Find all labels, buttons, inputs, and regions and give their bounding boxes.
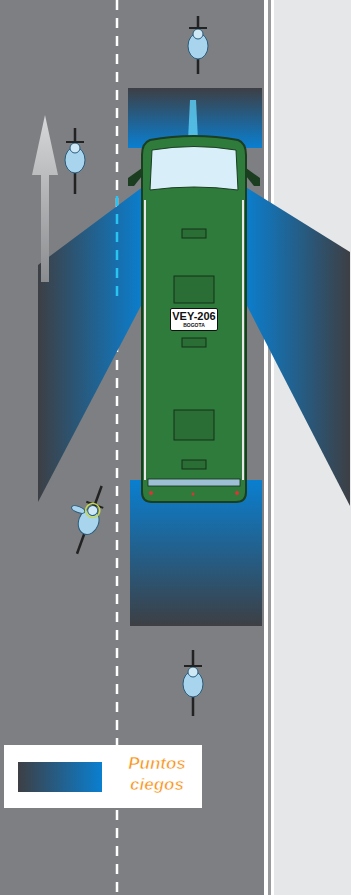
legend-box: Puntos ciegos bbox=[4, 745, 202, 808]
plate-number: VEY-206 bbox=[171, 310, 217, 322]
legend-swatch bbox=[18, 762, 102, 792]
curb bbox=[268, 0, 271, 895]
right-blind-spot bbox=[244, 186, 350, 506]
legend-label: Puntos ciegos bbox=[116, 753, 198, 795]
front-light-beam bbox=[188, 100, 198, 140]
cyclist bbox=[188, 16, 208, 74]
direction-arrow bbox=[32, 115, 58, 282]
bus bbox=[128, 136, 260, 502]
license-plate: VEY-206BOGOTA bbox=[170, 308, 218, 331]
left-blind-spot bbox=[38, 186, 144, 502]
lane-divider-highlight bbox=[116, 196, 119, 300]
cyclist bbox=[57, 479, 111, 557]
curb-line bbox=[271, 0, 274, 895]
plate-city: BOGOTA bbox=[171, 322, 217, 328]
road-edge-line bbox=[264, 0, 268, 895]
cyclist bbox=[183, 650, 203, 716]
road bbox=[0, 0, 264, 895]
cyclist bbox=[65, 128, 85, 194]
